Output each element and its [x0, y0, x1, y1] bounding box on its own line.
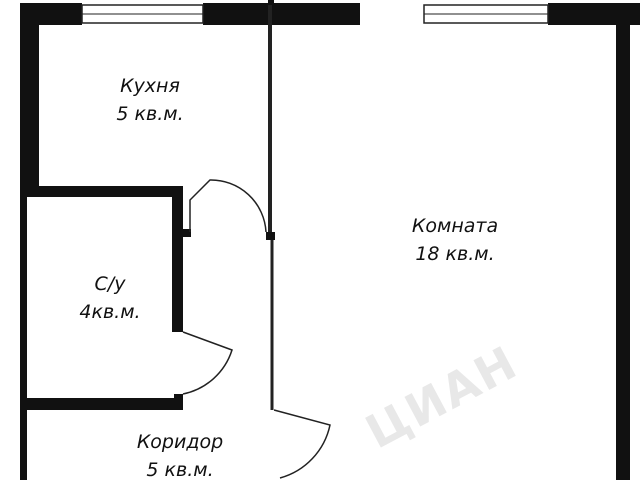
room-name: Комната: [411, 215, 499, 237]
partition-joint: [266, 232, 275, 240]
door-bathroom: [182, 331, 233, 395]
room-label-corridor: Коридор 5 кв.м.: [120, 428, 240, 484]
wall-bath-right-upper: [172, 186, 183, 232]
room-area: 5 кв.м.: [146, 459, 214, 481]
wall-bath-bottom: [27, 398, 183, 410]
window-room: [423, 4, 549, 24]
wall-right: [616, 3, 630, 480]
room-label-bathroom: С/у 4кв.м.: [55, 270, 165, 326]
room-label-kitchen: Кухня 5 кв.м.: [100, 72, 200, 128]
room-area: 4кв.м.: [79, 301, 141, 323]
window-kitchen: [81, 4, 204, 24]
door-room: [273, 409, 331, 479]
room-label-room: Комната 18 кв.м.: [380, 212, 530, 268]
room-area: 18 кв.м.: [415, 243, 495, 265]
room-name: Коридор: [136, 431, 224, 453]
wall-bath-right-lower: [172, 232, 183, 332]
wall-top-middle: [203, 3, 360, 25]
door-kitchen: [189, 179, 267, 233]
wall-kitchen-bath: [27, 186, 183, 197]
door-jamb: [183, 229, 191, 237]
partition-top-cap: [268, 0, 274, 5]
room-name: Кухня: [120, 75, 180, 97]
wall-left-lower: [20, 193, 27, 480]
wall-left: [20, 3, 39, 193]
room-name: С/у: [94, 273, 126, 295]
room-area: 5 кв.м.: [116, 103, 184, 125]
